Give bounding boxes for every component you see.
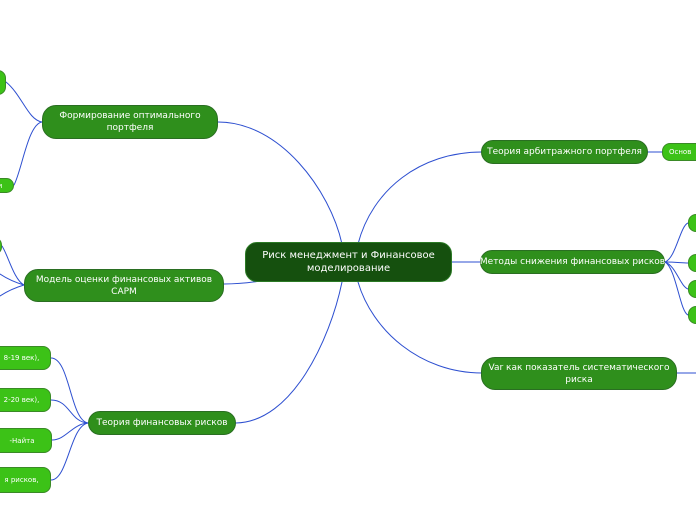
branch-capm-line2: CAPM [111, 286, 137, 297]
risk-leaf-2-text: 2-20 век), [3, 396, 40, 404]
branch-arbitrage-label: Теория арбитражного портфеля [487, 147, 642, 157]
risk-leaf-4-text: я рисков, [4, 476, 39, 484]
branch-reduction-label: Методы снижения финансовых рисков [479, 257, 666, 267]
risk-leaf-1-text: 8-19 век), [3, 354, 40, 362]
branch-var[interactable]: Var как показатель систематического риск… [481, 357, 677, 390]
arbitrage-leaf-text: Основ [669, 148, 692, 156]
link-capm-leaf1 [1, 245, 25, 286]
reduction-leaf-2[interactable] [688, 254, 696, 272]
risk-leaf-3-text: -Найта [9, 436, 35, 445]
link-capm-leaf2 [0, 273, 25, 286]
central-topic-line1: Риск менеджмент и Финансовое [262, 250, 435, 261]
branch-var-line2: риска [565, 374, 593, 385]
branch-reduction[interactable]: Методы снижения финансовых рисков [480, 250, 665, 274]
risk-leaf-2[interactable]: 2-20 век), [0, 388, 51, 412]
link-arbitrage [357, 151, 483, 245]
link-portfolio [217, 121, 343, 245]
branch-portfolio[interactable]: Формирование оптимального портфеля [42, 105, 218, 139]
reduction-leaf-3[interactable] [688, 280, 696, 298]
branch-risk-theory[interactable]: Теория финансовых рисков [88, 411, 236, 435]
link-capm-leaf3 [0, 284, 25, 297]
portfolio-leaf-2[interactable]: и [0, 178, 14, 193]
branch-portfolio-line1: Формирование оптимального [59, 111, 201, 121]
risk-leaf-4[interactable]: я рисков, [0, 467, 51, 493]
link-reduction-leaf1 [664, 222, 689, 263]
link-portfolio-leaf2 [13, 121, 43, 186]
risk-leaf-1[interactable]: 8-19 век), [0, 346, 51, 370]
branch-arbitrage[interactable]: Теория арбитражного портфеля [481, 140, 648, 164]
link-reduction-leaf4 [664, 261, 689, 316]
link-risk-leaf2 [50, 399, 89, 424]
reduction-leaf-4[interactable] [688, 306, 696, 324]
central-topic-line2: моделирование [306, 263, 391, 274]
reduction-leaf-1[interactable] [688, 214, 696, 232]
link-reduction-leaf2 [664, 261, 689, 264]
link-risk-leaf3 [51, 422, 89, 441]
link-risk-leaf1 [50, 357, 89, 424]
link-portfolio-leaf1 [5, 81, 43, 123]
branch-var-line1: Var как показатель систематического [488, 362, 670, 373]
link-risk-theory [235, 281, 343, 424]
portfolio-leaf-2-text: и [0, 181, 2, 191]
branch-portfolio-line2: портфеля [106, 123, 154, 133]
risk-leaf-3[interactable]: -Найта [0, 428, 52, 453]
branch-capm[interactable]: Модель оценки финансовых активов CAPM [24, 269, 224, 302]
link-var [357, 281, 483, 374]
branch-capm-line1: Модель оценки финансовых активов [35, 274, 213, 285]
branch-risk-theory-label: Теория финансовых рисков [96, 418, 228, 428]
link-risk-leaf4 [50, 422, 89, 481]
arbitrage-leaf[interactable]: Основ [662, 143, 696, 161]
central-topic[interactable]: Риск менеджмент и Финансовое моделирован… [245, 242, 452, 282]
